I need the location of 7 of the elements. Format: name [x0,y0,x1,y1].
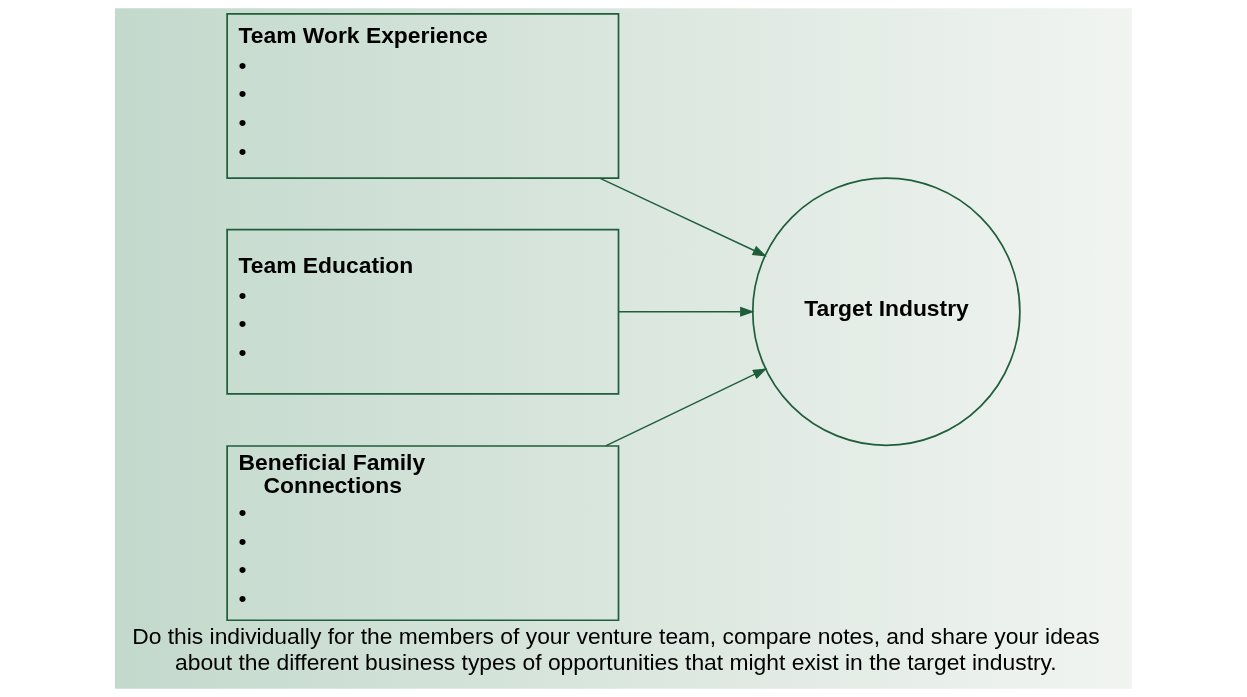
arrow [599,177,767,257]
arrow [604,368,768,447]
arrow [618,306,755,317]
node-box: Team Education • • • [226,228,620,395]
node-box: Beneficial Family Connections • • • • [226,445,620,622]
caption: Do this individually for the members of your venture team, compare notes, and share your ideas about the different business types of opportunities that might exist in the target industry. [132,623,1100,675]
node-box: Team Work Experience • • • • [226,13,620,180]
